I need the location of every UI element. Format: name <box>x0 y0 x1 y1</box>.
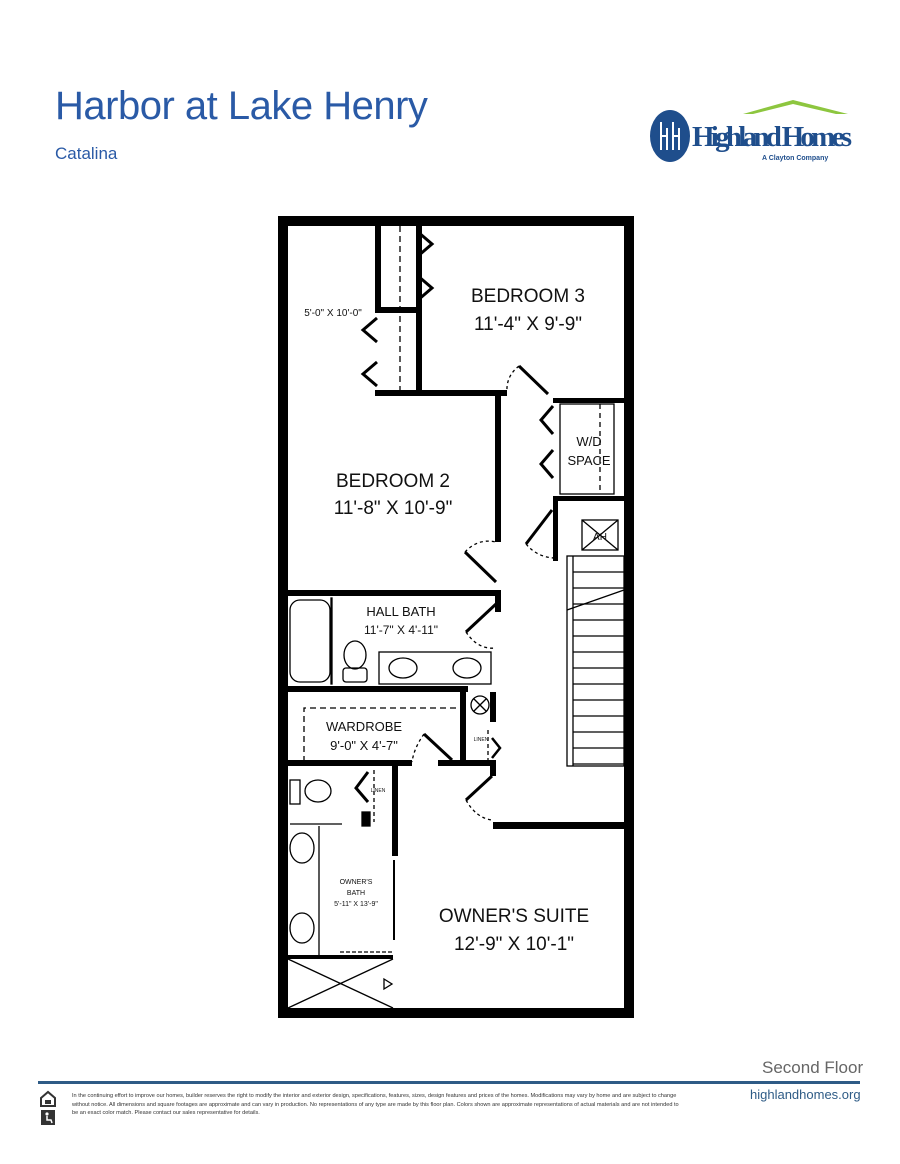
room-dims: 11'-7" X 4'-11" <box>364 623 438 637</box>
floor-name: Second Floor <box>762 1058 864 1077</box>
room-dims: 11'-4" X 9'-9" <box>474 314 582 335</box>
equal-housing-icon <box>40 1090 56 1125</box>
community-title: Harbor at Lake Henry <box>55 84 428 128</box>
ah-label: AH <box>593 532 607 543</box>
closet-dims: 5'-0" X 10'-0" <box>304 308 362 319</box>
room-dims: 11'-8" X 10'-9" <box>334 498 453 519</box>
accessibility-icon <box>41 1110 55 1125</box>
wd-label: W/D <box>576 434 601 449</box>
linen-label: LINEN <box>371 788 386 794</box>
walls <box>278 216 634 1018</box>
room-name: HALL BATH <box>366 604 435 619</box>
plan-name: Catalina <box>55 144 118 163</box>
footer-divider <box>38 1081 860 1084</box>
room-name: BEDROOM 3 <box>471 286 585 307</box>
room-labels: BEDROOM 3 11'-4" X 9'-9" BEDROOM 2 11'-8… <box>304 286 611 955</box>
room-name-2: BATH <box>347 890 365 897</box>
room-dims: 12'-9" X 10'-1" <box>454 934 574 955</box>
highland-homes-logo: Highland Homes A Clayton Company <box>650 100 852 162</box>
room-dims: 5'-11" X 13'-9" <box>334 901 378 908</box>
svg-text:A Clayton Company: A Clayton Company <box>762 155 828 162</box>
wd-label-2: SPACE <box>567 453 610 468</box>
linen-label: LINEN <box>474 737 489 743</box>
room-dims: 9'-0" X 4'-7" <box>330 738 398 753</box>
room-name: OWNER'S SUITE <box>439 906 589 927</box>
room-name: WARDROBE <box>326 719 402 734</box>
room-name: BEDROOM 2 <box>336 471 450 492</box>
room-name: OWNER'S <box>340 879 373 886</box>
website-link[interactable]: highlandhomes.org <box>750 1087 861 1102</box>
svg-text:Highland Homes: Highland Homes <box>692 121 852 153</box>
disclaimer: In the continuing effort to improve our … <box>72 1093 679 1116</box>
